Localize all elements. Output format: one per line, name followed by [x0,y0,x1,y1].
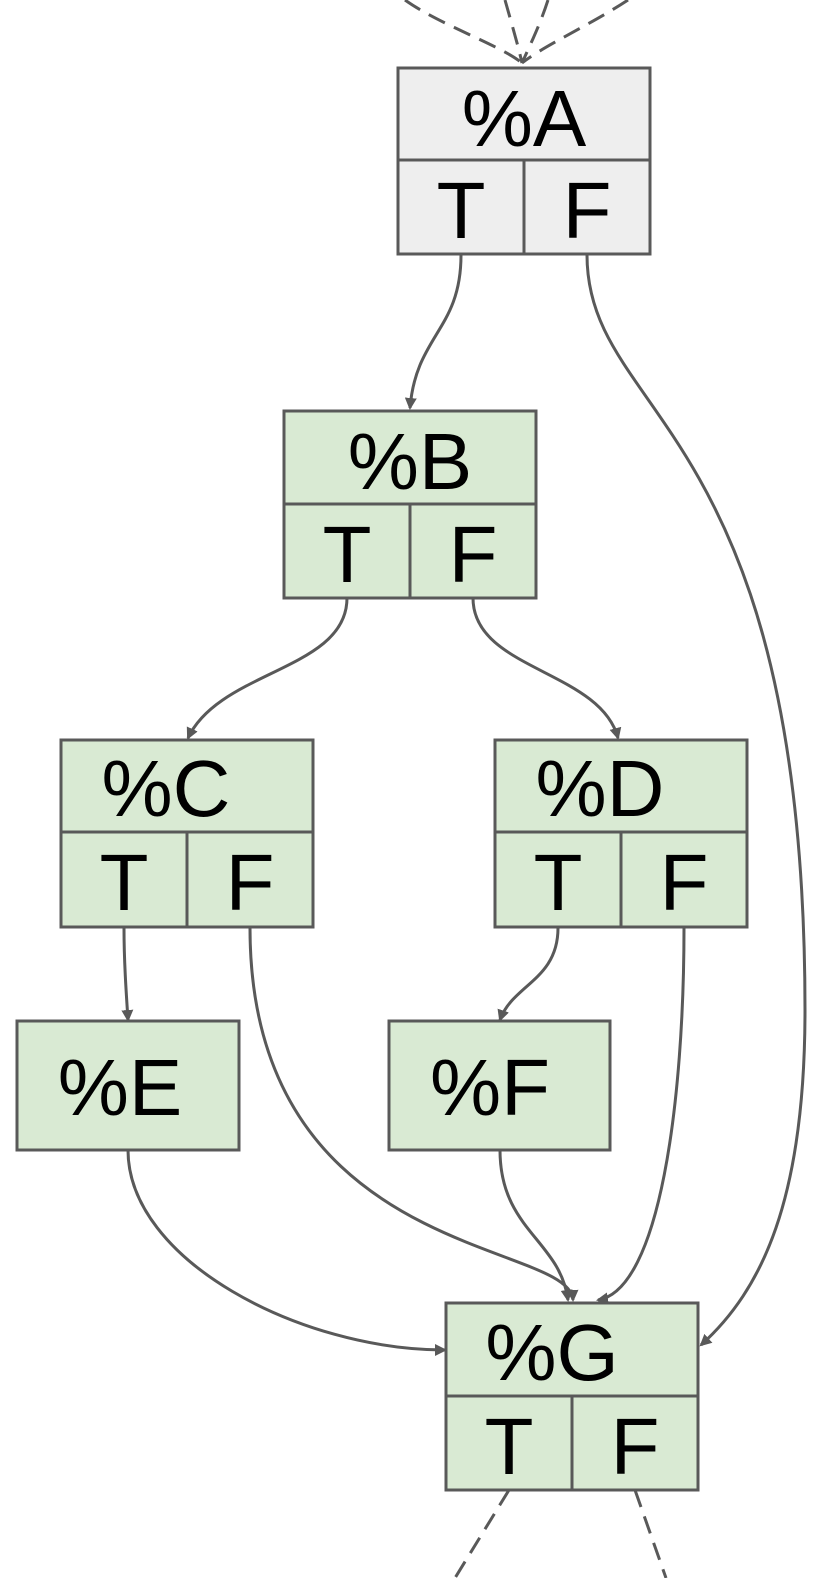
edge-f-to-g [498,1149,573,1302]
edge-e-to-g [126,1149,447,1356]
incoming-dashed-edges [404,0,629,65]
node-e-label: %E [58,1043,183,1132]
node-d: %D T F [493,738,749,929]
node-a: %A T F [396,66,652,256]
node-g-label: %G [485,1308,618,1397]
edge-d-false-to-g [596,927,686,1305]
node-f-label: %F [430,1043,550,1132]
node-d-true-port: T [534,838,583,927]
node-g: %G T F [444,1301,700,1492]
node-f: %F [387,1019,612,1152]
node-a-true-port: T [437,166,486,255]
node-e: %E [15,1019,241,1152]
node-b-true-port: T [323,510,372,599]
node-c: %C T F [59,738,315,929]
edge-c-false-to-g [248,927,579,1302]
edge-d-true-to-f [497,927,560,1022]
node-b-label: %B [348,417,473,506]
edge-c-true-to-e [121,927,134,1022]
node-g-true-port: T [485,1402,534,1491]
edge-b-true-to-c [186,597,349,740]
edge-a-false-to-g [585,254,807,1347]
node-b-false-port: F [449,510,498,599]
edge-b-false-to-d [471,597,622,740]
node-c-label: %C [102,744,231,833]
node-c-true-port: T [100,838,149,927]
node-d-label: %D [536,744,665,833]
outgoing-dashed-edges [453,1489,668,1578]
node-g-false-port: F [611,1402,660,1491]
edges [121,254,807,1356]
node-d-false-port: F [660,838,709,927]
node-a-label: %A [462,74,587,163]
edge-a-true-to-b [404,254,463,410]
node-c-false-port: F [226,838,275,927]
node-b: %B T F [282,409,538,600]
node-a-false-port: F [563,166,612,255]
